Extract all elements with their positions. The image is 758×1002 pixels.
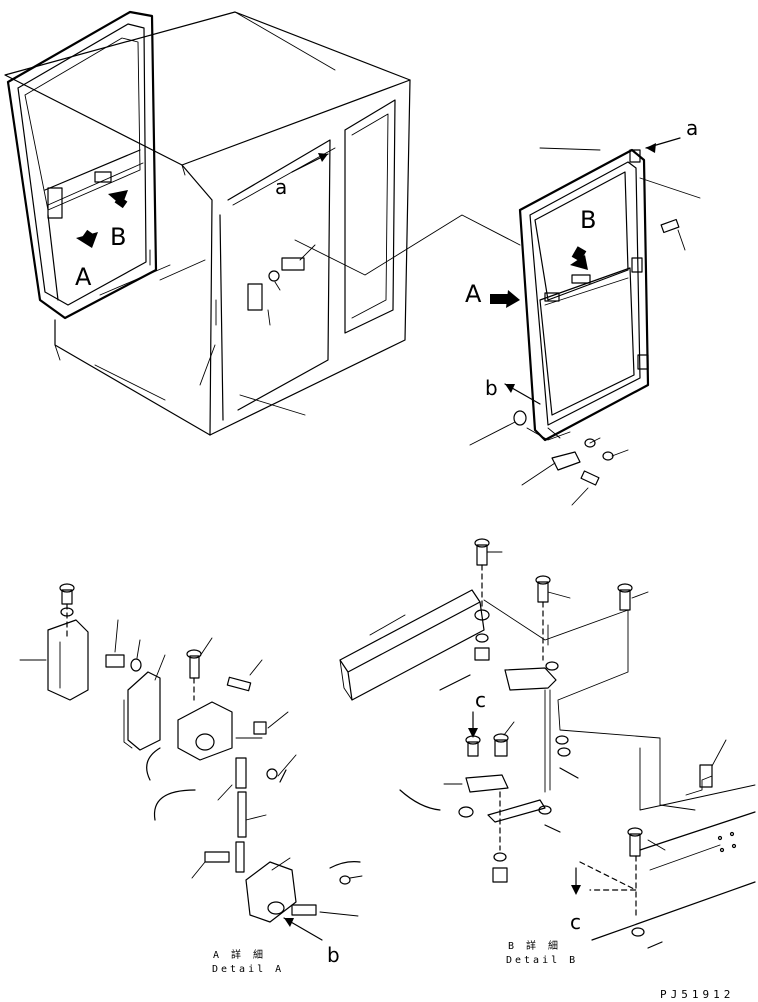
view-a-label-body: A: [75, 263, 92, 291]
view-b-label-door: B: [580, 206, 597, 234]
ref-c-label-detail-b-upper: c: [475, 688, 486, 712]
detail-b-drawing: [339, 538, 756, 949]
view-a-label-door: A: [465, 280, 482, 308]
ref-b-label-door: b: [485, 376, 498, 400]
ref-b-label-detail-a: b: [327, 943, 340, 967]
part-code: PJ51912: [660, 988, 735, 1001]
ref-c-label-detail-b-lower: c: [570, 910, 581, 934]
detail-b-caption-jp: B 詳 細: [508, 941, 562, 952]
detail-b-caption-en: Detail B: [506, 955, 579, 966]
view-b-label-body: B: [110, 223, 127, 251]
cab-body: [4, 10, 521, 436]
door-assembly: [469, 137, 701, 506]
ref-a-label-body: a: [275, 175, 288, 199]
detail-a-drawing: [19, 583, 363, 941]
ref-a-label-door: a: [686, 116, 699, 140]
detail-a-caption-jp: A 詳 細: [213, 950, 267, 961]
detail-a-caption-en: Detail A: [212, 964, 285, 975]
